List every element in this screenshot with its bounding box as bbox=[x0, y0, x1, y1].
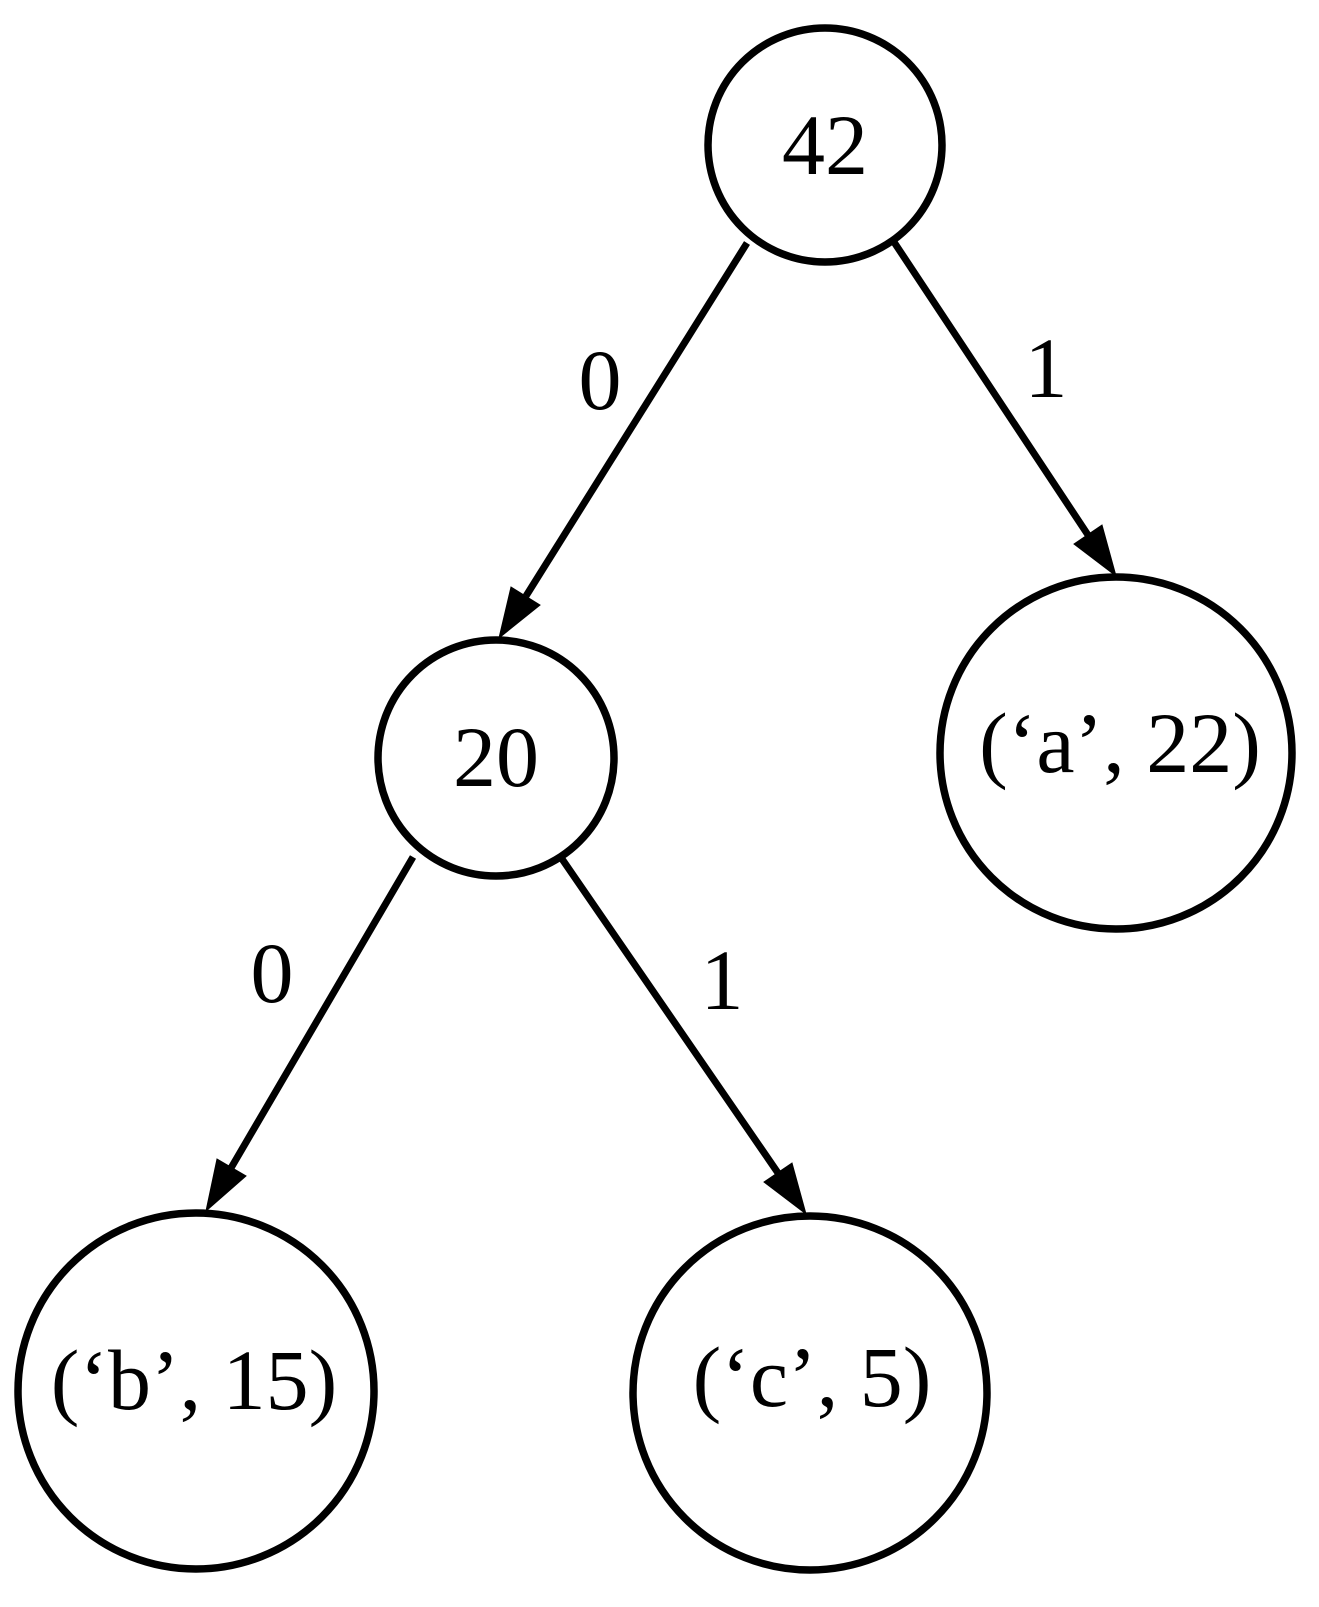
edge-n42-na: 1 bbox=[887, 234, 1117, 578]
arrowhead-icon bbox=[498, 586, 541, 640]
node-circle bbox=[936, 573, 1296, 933]
node-circle bbox=[14, 1209, 378, 1573]
edge-line bbox=[557, 854, 781, 1175]
arrowhead-icon bbox=[205, 1158, 247, 1213]
edge-n20-nc: 1 bbox=[557, 854, 807, 1216]
edge-label: 1 bbox=[701, 932, 744, 1028]
node-label: 20 bbox=[453, 709, 539, 805]
node-leaf-c: (‘c’, 5) bbox=[629, 1212, 991, 1574]
edge-label: 0 bbox=[579, 332, 622, 428]
node-internal: 20 bbox=[374, 636, 618, 880]
node-leaf-a: (‘a’, 22) bbox=[936, 573, 1296, 933]
edge-n42-n20: 0 bbox=[498, 241, 750, 640]
node-label: (‘c’, 5) bbox=[693, 1329, 932, 1425]
arrowhead-icon bbox=[1073, 524, 1117, 578]
node-label: (‘a’, 22) bbox=[979, 695, 1261, 791]
node-leaf-b: (‘b’, 15) bbox=[14, 1209, 378, 1573]
node-label: 42 bbox=[782, 97, 868, 193]
edge-label: 0 bbox=[251, 925, 294, 1021]
node-root: 42 bbox=[704, 24, 946, 266]
node-label: (‘b’, 15) bbox=[51, 1332, 338, 1428]
edge-line bbox=[523, 241, 750, 598]
arrowhead-icon bbox=[763, 1162, 807, 1216]
edge-label: 1 bbox=[1025, 320, 1068, 416]
edge-line bbox=[227, 855, 417, 1170]
node-circle bbox=[704, 24, 946, 266]
node-circle bbox=[629, 1212, 991, 1574]
edge-n20-nb: 0 bbox=[205, 855, 417, 1213]
edge-line bbox=[887, 234, 1091, 537]
node-circle bbox=[374, 636, 618, 880]
